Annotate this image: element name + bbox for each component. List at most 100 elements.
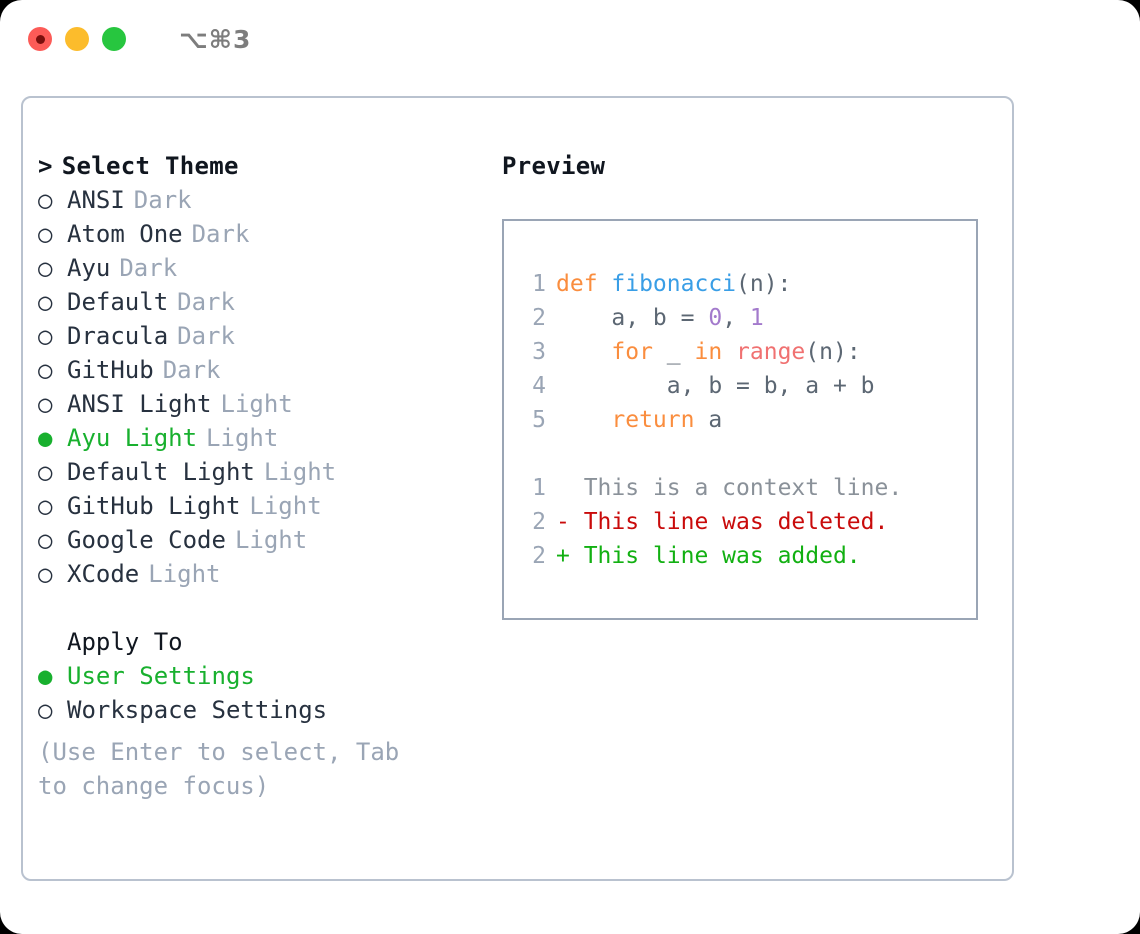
radio-unselected-icon: ○ [38, 458, 53, 486]
zoom-button[interactable] [102, 27, 126, 51]
title-bar: ⌥⌘3 [0, 0, 1140, 78]
radio-unselected-icon: ○ [38, 560, 53, 588]
line-number: 5 [532, 407, 546, 433]
preview-title: Preview [502, 152, 606, 180]
theme-option-label: Ayu Light [67, 424, 198, 452]
diff-text: This line was added. [569, 543, 861, 569]
list-spacer [38, 591, 468, 625]
code-line: 2 a, b = 0, 1 [522, 301, 902, 335]
focus-caret-icon: > [38, 152, 53, 180]
theme-option-label: ANSI [67, 186, 125, 214]
theme-option-google-code[interactable]: ○ Google Code Light [38, 523, 468, 557]
theme-variant-tag: Light [206, 424, 279, 452]
close-button[interactable] [28, 27, 52, 51]
code-token: range [736, 339, 806, 365]
apply-to-option-user-settings[interactable]: ● User Settings [38, 659, 468, 693]
select-theme-heading-label: Select Theme [61, 152, 239, 180]
theme-variant-tag: Dark [162, 356, 221, 384]
diff-marker: + [556, 543, 570, 569]
code-token [556, 407, 611, 433]
apply-to-option-workspace-settings[interactable]: ○Workspace Settings [38, 693, 468, 727]
theme-variant-tag: Dark [177, 288, 235, 316]
theme-variant-tag: Dark [119, 254, 178, 282]
theme-option-label: Default Light [67, 458, 255, 486]
diff-marker: - [556, 509, 570, 535]
theme-variant-tag: Dark [177, 322, 235, 350]
radio-unselected-icon: ○ [38, 322, 53, 350]
theme-option-label: Dracula [67, 322, 169, 350]
theme-option-label: Default [67, 288, 169, 316]
code-diff-separator [522, 437, 902, 471]
code-token: (n): [736, 271, 792, 297]
code-token: a [694, 407, 723, 433]
radio-unselected-icon: ○ [38, 254, 53, 282]
theme-option-xcode[interactable]: ○ XCode Light [38, 557, 468, 591]
theme-option-label: ANSI Light [67, 390, 212, 418]
theme-option-dracula[interactable]: ○ Dracula Dark [38, 319, 468, 353]
theme-option-github-light[interactable]: ○ GitHub Light Light [38, 489, 468, 523]
theme-option-label: Google Code [67, 526, 226, 554]
code-token: (n): [805, 339, 861, 365]
code-token [722, 339, 736, 365]
code-token: 0 [708, 305, 723, 331]
line-number: 2 [532, 509, 546, 535]
line-number: 4 [532, 373, 546, 399]
radio-unselected-icon: ○ [38, 526, 53, 554]
code-token: a, b = b, a + b [556, 373, 875, 399]
code-line: 5 return a [522, 403, 902, 437]
line-number: 1 [532, 475, 546, 501]
radio-unselected-icon: ○ [38, 356, 53, 384]
keyboard-hint: (Use Enter to select, Tab to change focu… [38, 738, 400, 800]
code-token: for [611, 339, 653, 365]
theme-variant-tag: Light [148, 560, 221, 588]
apply-to-list: ● User Settings ○Workspace Settings [38, 659, 468, 727]
code-token: _ [652, 339, 695, 365]
keyboard-shortcut-label: ⌥⌘3 [179, 24, 252, 54]
theme-variant-tag: Dark [191, 220, 250, 248]
diff-line-ctx: 1 This is a context line. [522, 471, 902, 505]
apply-to-option-label: Workspace Settings [67, 696, 328, 724]
window-controls [28, 27, 126, 51]
code-token: fibonacci [611, 271, 737, 297]
code-token: in [694, 339, 723, 365]
code-line: 3 for _ in range(n): [522, 335, 902, 369]
apply-to-heading: Apply To [67, 628, 183, 656]
theme-option-github[interactable]: ○ GitHub Dark [38, 353, 468, 387]
apply-to-option-label: User Settings [67, 662, 255, 690]
code-token: a, b = [556, 305, 709, 331]
minimize-button[interactable] [65, 27, 89, 51]
theme-option-label: GitHub Light [67, 492, 241, 520]
code-token: 1 [749, 305, 764, 331]
line-number: 2 [532, 305, 546, 331]
diff-line-add: 2 + This line was added. [522, 539, 902, 573]
theme-variant-tag: Light [263, 458, 337, 486]
diff-text: This is a context line. [569, 475, 903, 501]
line-number: 2 [532, 543, 546, 569]
radio-selected-icon: ● [38, 662, 53, 690]
radio-selected-icon: ● [38, 424, 53, 452]
diff-line-del: 2- This line was deleted. [522, 505, 902, 539]
theme-option-ayu-light[interactable]: ● Ayu Light Light [38, 421, 468, 455]
code-token: return [611, 407, 695, 433]
theme-variant-tag: Light [249, 492, 322, 520]
theme-option-default-light[interactable]: ○ Default Light Light [38, 455, 468, 489]
diff-text: This line was deleted. [569, 509, 889, 535]
theme-variant-tag: Light [234, 526, 308, 554]
theme-option-label: GitHub [67, 356, 154, 384]
radio-unselected-icon: ○ [38, 492, 53, 520]
theme-option-label: XCode [67, 560, 140, 588]
code-token: def [556, 271, 612, 297]
line-number: 3 [532, 339, 546, 365]
